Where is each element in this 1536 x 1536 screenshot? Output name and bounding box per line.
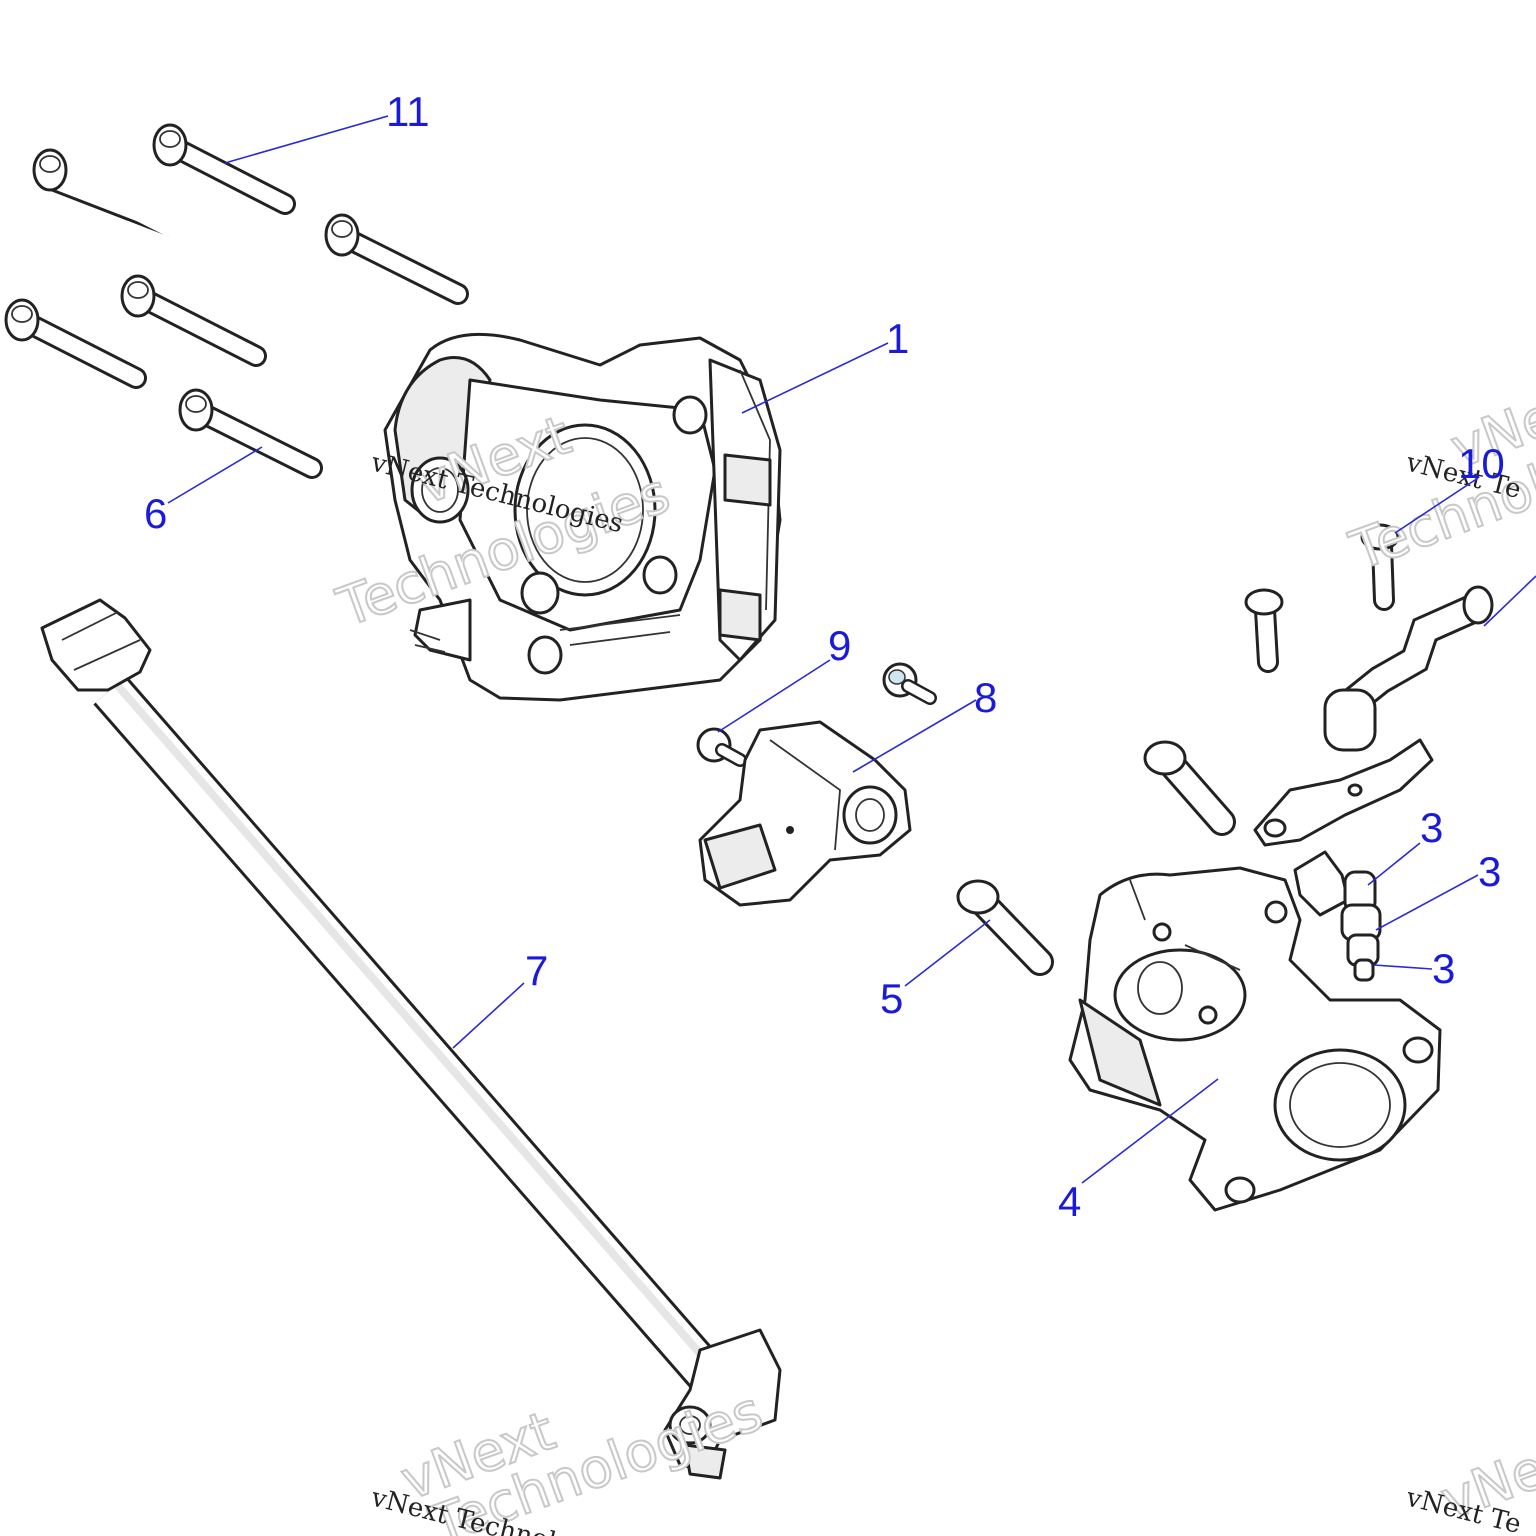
- bolt-group: [4, 123, 469, 479]
- leader-8: [852, 699, 977, 773]
- callout-5: 5: [880, 975, 903, 1022]
- leader-5: [904, 919, 991, 987]
- watermark: vNext Technologies vNext Technolo: [367, 1378, 771, 1536]
- leader-9: [717, 659, 831, 733]
- callout-6: 6: [144, 490, 167, 537]
- bolt: [152, 123, 296, 215]
- leader-3c: [1373, 964, 1433, 970]
- callout-1: 1: [886, 315, 909, 362]
- callout-8: 8: [974, 674, 997, 721]
- bolt: [120, 274, 267, 367]
- bolt-right: [1143, 740, 1236, 836]
- leader-4: [1081, 1078, 1219, 1184]
- leader-2: [1483, 575, 1536, 627]
- bolt-right: [1360, 523, 1400, 611]
- leader-lines: [167, 115, 1536, 1184]
- leader-3b: [1375, 874, 1479, 931]
- leader-11: [224, 115, 389, 164]
- callout-11: 11: [386, 88, 430, 135]
- leader-3a: [1367, 842, 1421, 886]
- bolt-item-5: [956, 879, 1054, 976]
- fuel-injector: [1293, 850, 1382, 982]
- watermark: vNext Technologies vNext Te: [1341, 366, 1536, 584]
- callout-3a: 3: [1420, 804, 1443, 851]
- callout-7: 7: [525, 947, 548, 994]
- callout-9: 9: [828, 622, 851, 669]
- leader-10: [1394, 477, 1479, 534]
- callout-10: 10: [1458, 440, 1505, 487]
- watermark: vNext vNext Te: [1402, 1418, 1536, 1536]
- bolt: [32, 148, 176, 236]
- callout-3b: 3: [1478, 848, 1501, 895]
- bolt: [178, 388, 323, 479]
- callout-4: 4: [1058, 1178, 1081, 1225]
- small-bolt: [696, 727, 747, 767]
- intake-manifold: [1068, 866, 1442, 1212]
- bolt: [324, 213, 469, 305]
- bolt-right: [1244, 588, 1284, 673]
- map-sensor: [698, 720, 912, 907]
- leader-6: [167, 446, 263, 504]
- callout-3c: 3: [1432, 945, 1455, 992]
- sensor-rod: [40, 598, 782, 1480]
- bolt: [4, 298, 147, 389]
- throttle-body: [383, 332, 782, 702]
- leader-1: [741, 342, 889, 414]
- callout-labels: 11 1 6 9 8 10 3 3 3 5 7 4: [144, 88, 1505, 1225]
- leader-7: [452, 982, 525, 1049]
- fuel-rail: [1253, 585, 1494, 847]
- small-bolt: [882, 662, 937, 705]
